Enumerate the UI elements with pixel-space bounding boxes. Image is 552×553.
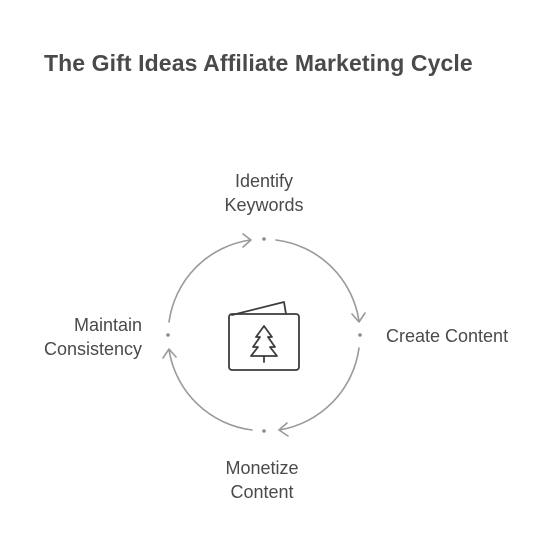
cycle-arrow-bottom-to-left (168, 349, 253, 431)
step-label-line: Identify (234, 171, 294, 191)
page-title: The Gift Ideas Affiliate Marketing Cycle (44, 50, 473, 76)
step-label-monetize-content: Monetize Content (182, 456, 342, 504)
cycle-arrow-right-to-bottom (278, 347, 360, 431)
arrowhead-bottom-icon (278, 422, 289, 437)
node-dot-top (262, 237, 266, 241)
arrowhead-right-icon (351, 312, 366, 323)
node-dot-left (166, 333, 170, 337)
cycle-arrow-left-to-top (168, 239, 251, 323)
step-label-line: Monetize (225, 458, 299, 478)
step-label-line: Keywords (224, 195, 304, 215)
step-label-identify-keywords: Identify Keywords (184, 169, 344, 217)
step-label-create-content: Create Content (386, 324, 508, 348)
cycle-arrow-top-to-right (275, 239, 360, 322)
arrowhead-top-icon (242, 233, 252, 248)
step-label-maintain-consistency: Maintain Consistency (22, 313, 142, 361)
step-label-line: Maintain (73, 315, 142, 335)
node-dot-right (358, 333, 362, 337)
arrowhead-left-icon (162, 348, 177, 359)
node-dot-bottom (262, 429, 266, 433)
gift-card-tree-icon (228, 301, 300, 371)
step-label-line: Create Content (386, 326, 509, 346)
step-label-line: Content (230, 482, 294, 502)
step-label-line: Consistency (43, 339, 142, 359)
